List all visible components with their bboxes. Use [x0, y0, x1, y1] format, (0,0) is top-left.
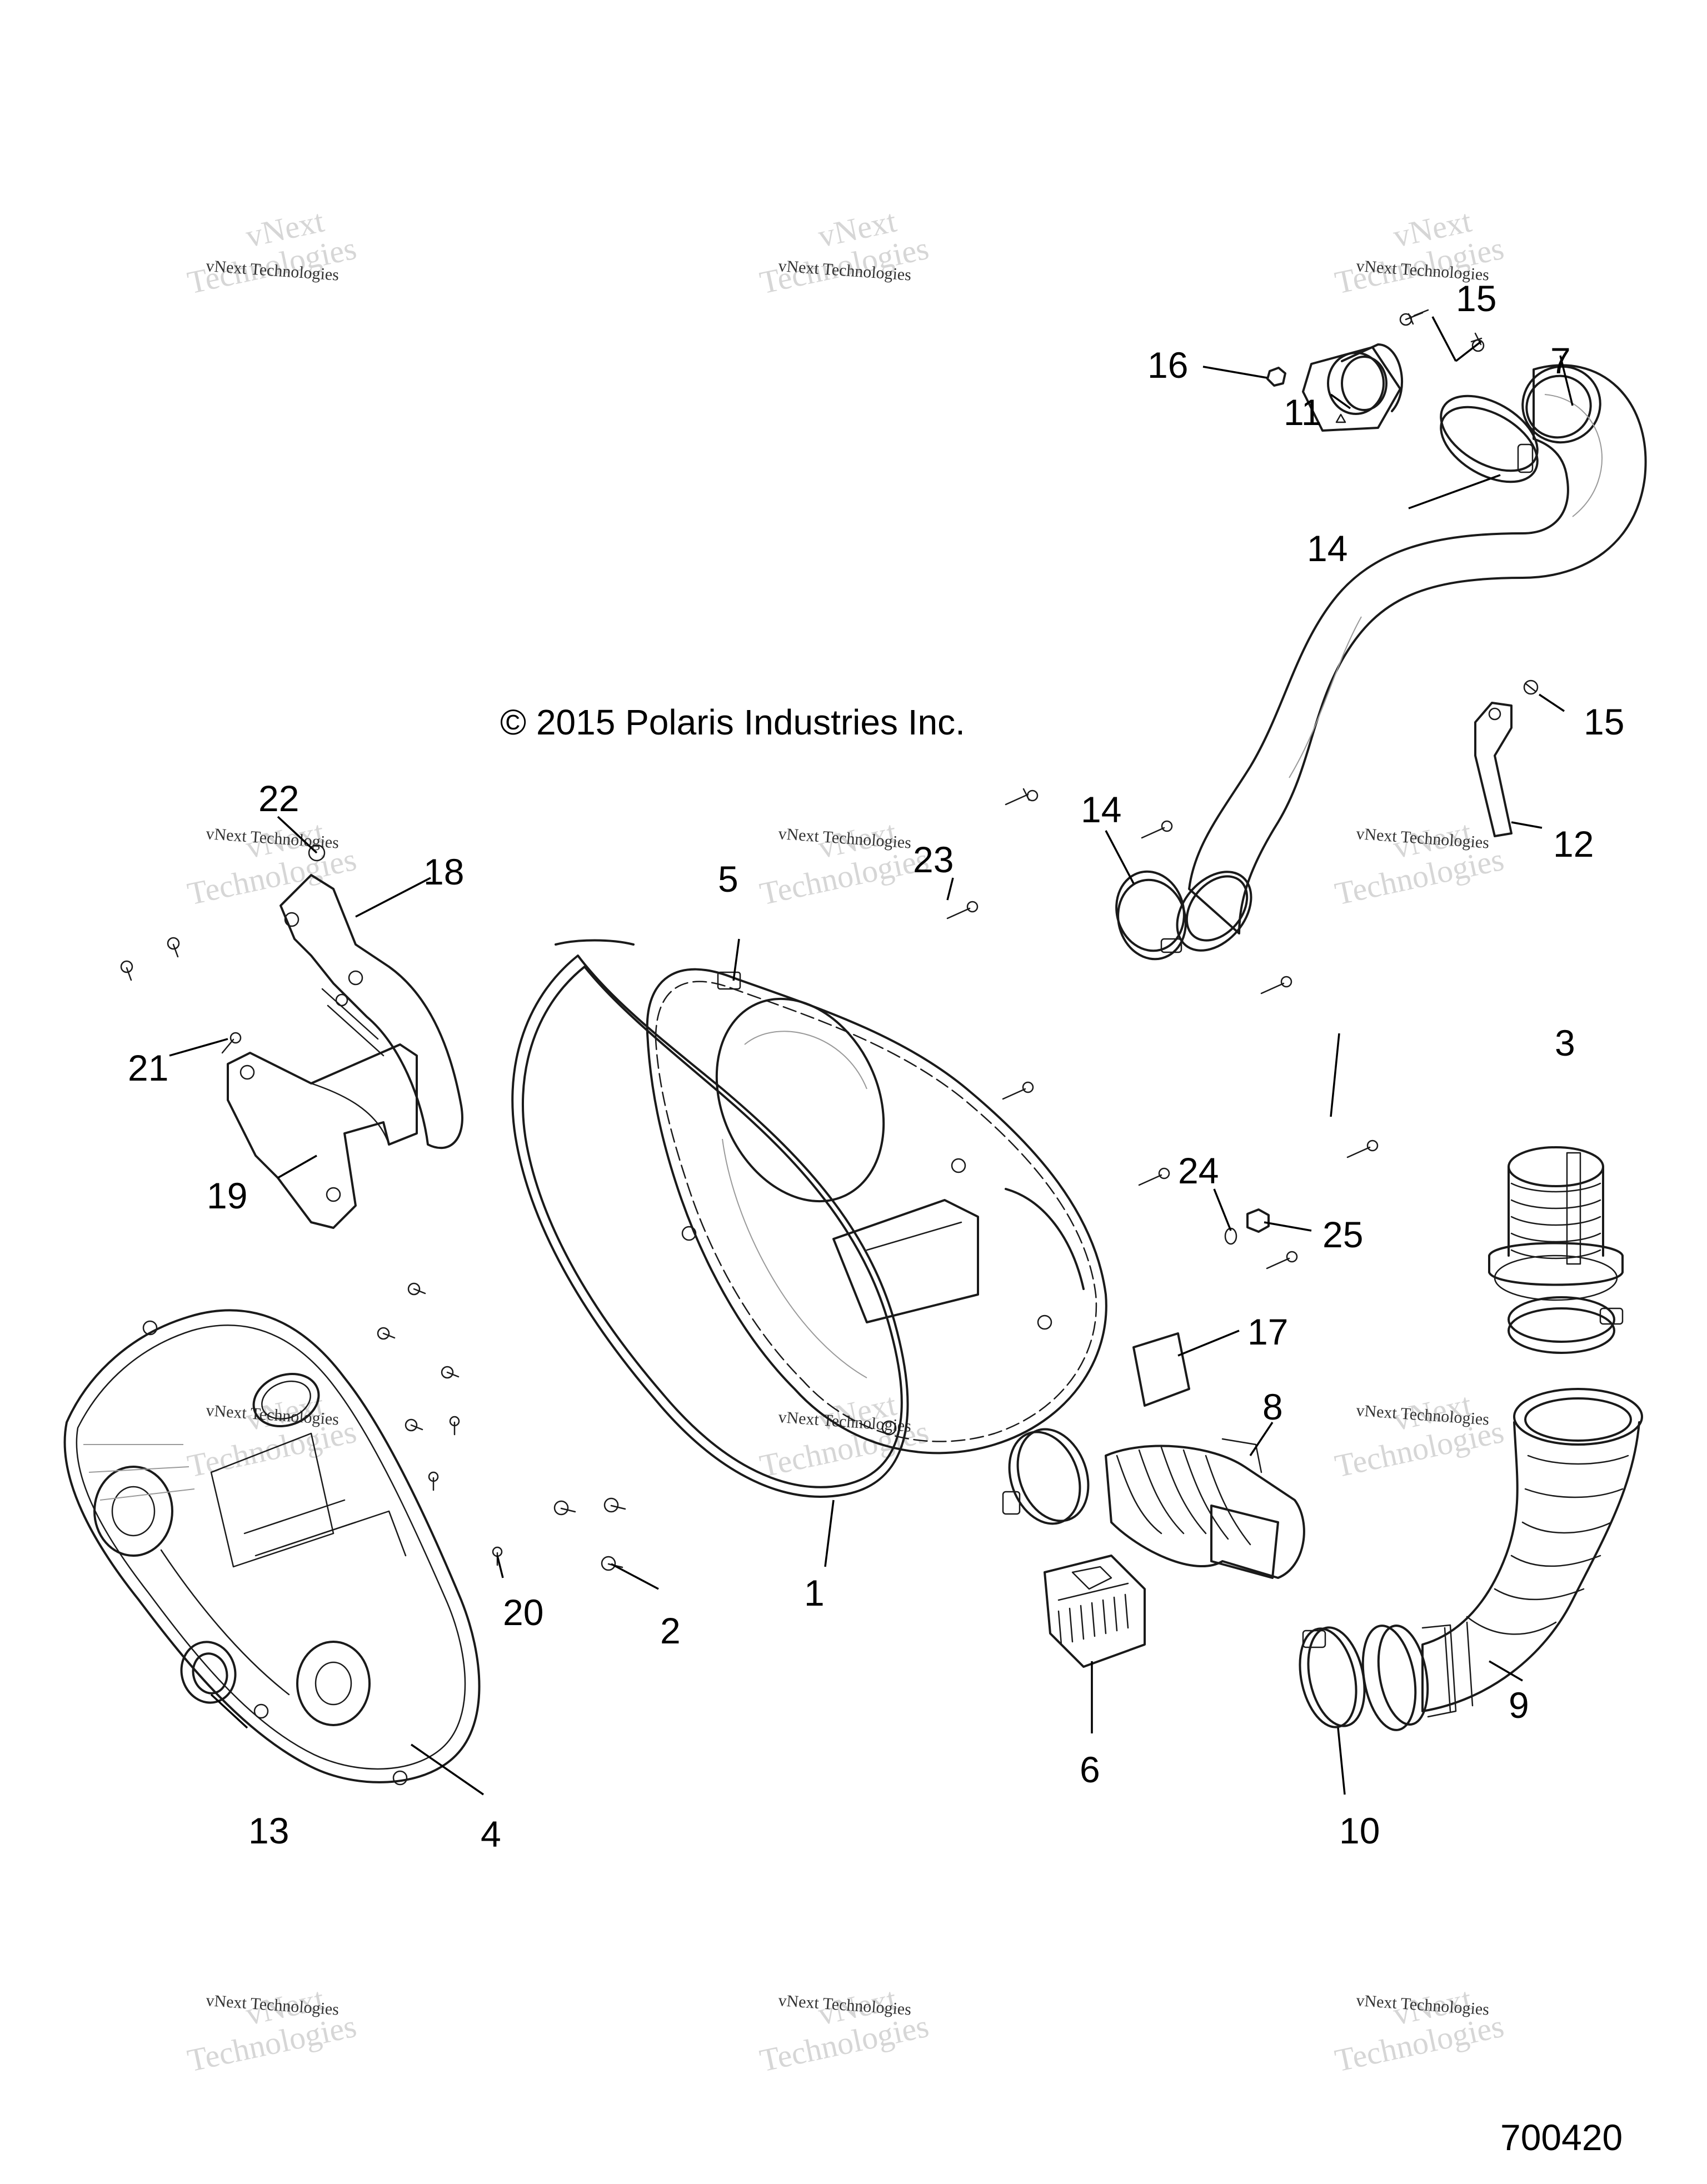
callout-5: 5 [718, 858, 738, 899]
watermark: vNext Technologies [184, 1386, 360, 1485]
callout-14-lower: 14 [1081, 789, 1121, 830]
callout-1: 1 [804, 1572, 825, 1613]
part-18-loose-bolts [120, 937, 180, 981]
watermark: vNext Technologies [184, 1981, 360, 2079]
part-7-outlet-duct [1176, 364, 1647, 952]
part-13-seal [180, 1641, 237, 1704]
copyright-notice: © 2015 Polaris Industries Inc. [500, 702, 965, 742]
callout-8: 8 [1262, 1386, 1283, 1427]
callout-18: 18 [423, 851, 464, 892]
part-20-bolts [377, 1282, 503, 1566]
callout-15-upper: 15 [1456, 278, 1496, 319]
part-16-nut [1266, 367, 1286, 387]
watermark: vNext Technologies [1332, 1981, 1507, 2079]
callout-20: 20 [503, 1592, 543, 1633]
callout-14-upper: 14 [1307, 528, 1347, 569]
part-6-screen [1044, 1555, 1146, 1668]
watermark: vNext Technologies [1332, 814, 1507, 912]
callout-13: 13 [248, 1810, 289, 1851]
part-10-clamp [1299, 1626, 1366, 1728]
callout-15-lower: 15 [1584, 701, 1624, 742]
part-3-clamp [1508, 1296, 1624, 1354]
watermark: vNext Technologies [757, 814, 932, 912]
part-2-bolts [553, 1497, 626, 1571]
part-23-bolts [946, 788, 1379, 1270]
part-12-bracket [1474, 702, 1513, 837]
part-18-bracket [279, 874, 463, 1150]
callout-6: 6 [1080, 1749, 1100, 1790]
callout-22: 22 [258, 778, 299, 819]
part-5-outer-cover [646, 968, 1107, 1455]
callout-9: 9 [1509, 1685, 1529, 1726]
part-22-bolt [308, 844, 326, 862]
callout-21: 21 [128, 1047, 168, 1088]
watermark: vNext Technologies [184, 814, 360, 912]
part-1-gasket [511, 939, 909, 1498]
callout-2: 2 [660, 1610, 681, 1651]
part-9-intake-hose [1361, 1388, 1643, 1731]
callout-3: 3 [1555, 1022, 1575, 1063]
watermark: vNext Technologies [757, 203, 932, 301]
callout-19: 19 [207, 1175, 247, 1216]
part-14-lower-clamp [1115, 870, 1187, 961]
watermark: vNext Technologies [757, 1981, 932, 2079]
part-25-nut [1246, 1208, 1270, 1233]
callout-11: 11 [1284, 392, 1322, 433]
callout-24: 24 [1178, 1150, 1219, 1191]
watermark: vNext Technologies [1332, 1386, 1507, 1485]
callout-17: 17 [1247, 1311, 1288, 1352]
part-15-bolts [1399, 309, 1539, 695]
callout-7: 7 [1550, 340, 1571, 381]
callout-16: 16 [1147, 344, 1188, 386]
callout-10: 10 [1339, 1810, 1380, 1851]
part-19-duct [227, 1043, 418, 1229]
callout-25: 25 [1322, 1214, 1363, 1255]
part-24-washer [1224, 1227, 1237, 1245]
part-21-screw [221, 1032, 242, 1054]
part-17-pad [1132, 1332, 1190, 1407]
part-14-upper-clamp [1440, 394, 1539, 483]
part-11-adapter [1302, 343, 1404, 432]
callout-23: 23 [913, 839, 954, 880]
part-3-prefilter [1488, 1146, 1624, 1301]
watermarks: vNext Technologies vNext Technologies vN… [184, 203, 1507, 2079]
leader-lines [169, 316, 1574, 1796]
callout-12: 12 [1553, 823, 1594, 864]
callout-4: 4 [481, 1813, 501, 1855]
document-number: 700420 [1500, 2117, 1623, 2158]
callout-labels: 1 2 3 4 5 6 7 8 9 10 11 12 13 14 14 15 1… [128, 278, 1624, 1855]
part-4-inner-cover [63, 1309, 481, 1786]
part-8-intake-boot [1002, 1428, 1305, 1579]
watermark: vNext Technologies [184, 203, 360, 301]
